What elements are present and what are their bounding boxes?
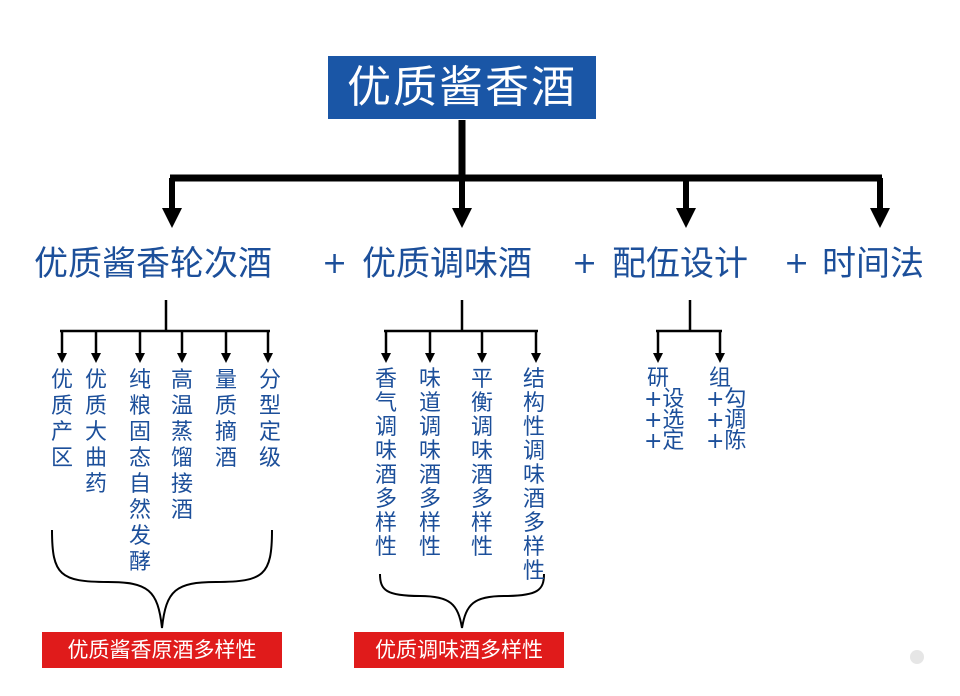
arrow-3 — [676, 208, 696, 228]
brace-1 — [51, 529, 273, 629]
arrow-2 — [452, 208, 472, 228]
plus-1: + — [322, 246, 348, 281]
g2-item: 平衡调味酒多样性 — [470, 367, 493, 560]
arrow-4 — [870, 208, 890, 228]
main-title: 优质酱香酒 — [328, 56, 596, 119]
brace-2 — [379, 573, 545, 629]
g2-item: 结构性调味酒多样性 — [522, 367, 545, 584]
g1-item: 量质摘酒 — [214, 368, 237, 471]
g1-item: 高温蒸馏接酒 — [170, 368, 193, 523]
component-blending-design: 配伍设计 — [612, 244, 748, 284]
g1-item: 分型定级 — [258, 368, 281, 471]
watermark-icon — [910, 650, 924, 664]
component-flavoring-liquor: 优质调味酒 — [362, 244, 532, 284]
g3-item: 组+勾+调+陈 — [706, 366, 747, 454]
g2-item: 味道调味酒多样性 — [418, 367, 441, 560]
g1-item: 优质大曲药 — [84, 368, 107, 497]
component-rotation-liquor: 优质酱香轮次酒 — [34, 244, 272, 284]
summary-flavoring-diversity: 优质调味酒多样性 — [354, 632, 564, 668]
component-time-method: 时间法 — [822, 244, 924, 284]
plus-3: + — [784, 246, 810, 281]
plus-2: + — [572, 246, 598, 281]
g3-item: 研+设+选+定 — [644, 366, 685, 454]
g1-item: 纯粮固态自然发酵 — [128, 368, 151, 575]
g1-item: 优质产区 — [50, 368, 73, 471]
g2-item: 香气调味酒多样性 — [374, 367, 397, 560]
arrow-1 — [162, 208, 182, 228]
summary-base-liquor-diversity: 优质酱香原酒多样性 — [42, 632, 282, 668]
